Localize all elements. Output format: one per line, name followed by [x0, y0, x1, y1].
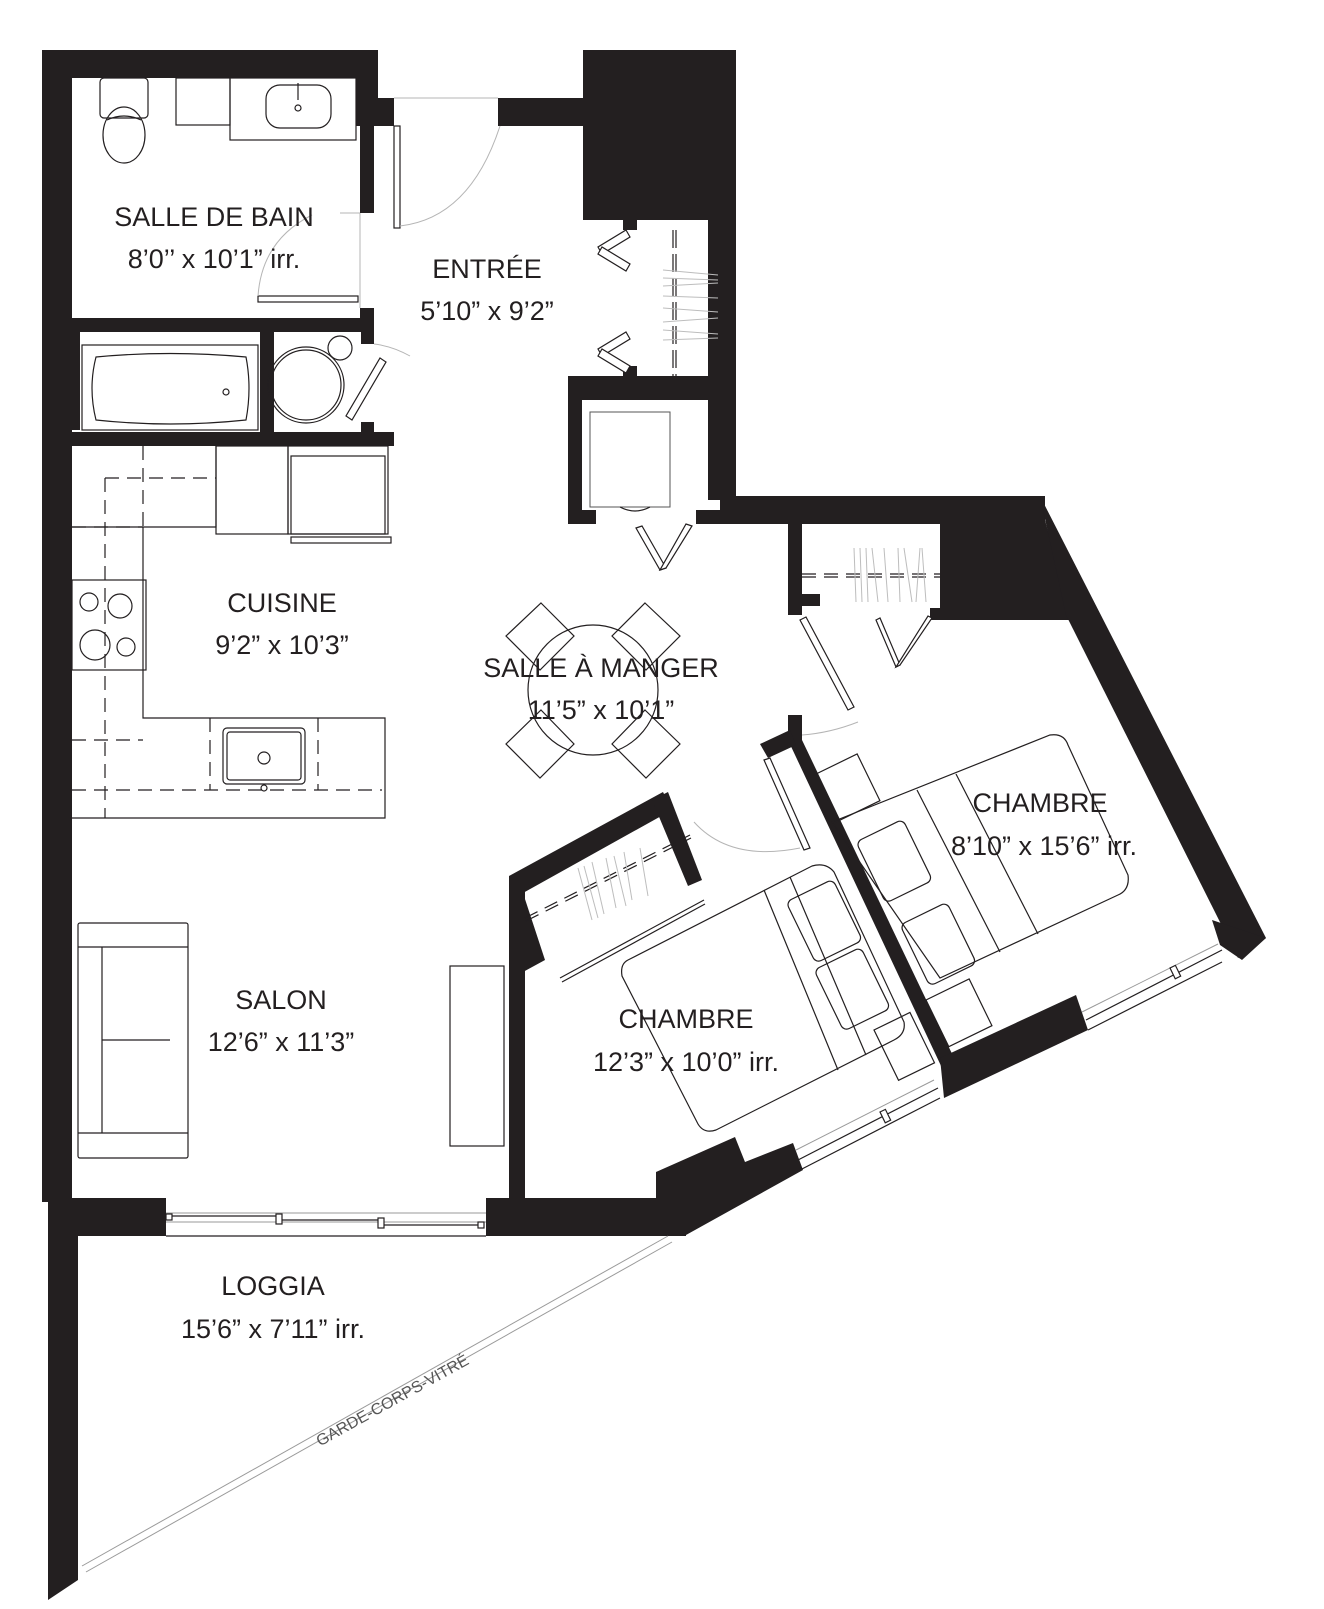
wall-bedroom-closet-left [788, 520, 802, 615]
loggia-railing [81, 1235, 673, 1573]
room-label-dining: SALLE À MANGER [483, 653, 719, 683]
room-dim-kitchen: 9’2” x 10’3” [215, 630, 349, 660]
second-closet [524, 834, 706, 983]
wall-second-door-jamb [760, 730, 796, 758]
room-dim-bathroom: 8’0’’ x 10’1” irr. [128, 244, 301, 274]
dining-table-icon [505, 602, 681, 779]
room-dim-loggia: 15’6” x 7’11” irr. [181, 1314, 365, 1344]
wall-bottom-right [486, 1198, 686, 1236]
sofa-icon [77, 922, 189, 1159]
master-bedroom-fixtures [799, 547, 1223, 1048]
wall-bottom-diagonal [656, 1198, 686, 1235]
room-label-loggia: LOGGIA [221, 1271, 325, 1301]
room-labels: SALLE DE BAIN 8’0’’ x 10’1” irr. ENTRÉE … [114, 202, 1137, 1450]
wall-bathroom-right-upper [360, 98, 374, 213]
toilet-icon [99, 77, 149, 164]
entry-door[interactable] [393, 97, 501, 229]
water-heater-icon [267, 335, 353, 424]
room-label-bathroom: SALLE DE BAIN [114, 202, 314, 232]
railing-label: GARDE-CORPS-VITRÉ [313, 1350, 472, 1450]
wall-laundry-left [568, 376, 582, 524]
room-label-second-bedroom: CHAMBRE [618, 1004, 753, 1034]
wall-kitchen-top [72, 432, 394, 446]
wall-second-bottom [656, 1137, 803, 1235]
kitchen-sink-icon [222, 727, 306, 792]
wall-closet-right [708, 220, 736, 500]
kitchen-fixtures [71, 445, 392, 819]
laundry-bifold-door[interactable] [635, 523, 693, 572]
wall-closet-jamb-top [623, 218, 637, 230]
wall-bathroom-corner [356, 50, 378, 98]
utility-closet-door[interactable] [345, 343, 411, 421]
wall-second-closet-right [652, 792, 702, 886]
bathroom-door[interactable] [257, 212, 361, 308]
room-label-entry: ENTRÉE [432, 254, 542, 284]
wall-upper-right [720, 496, 1045, 524]
column-bedroom-closet [930, 520, 1072, 620]
wall-right-diagonal [1040, 496, 1266, 958]
entry-elements [393, 97, 719, 572]
wall-laundry-jamb-left [568, 510, 596, 524]
room-dim-entry: 5’10” x 9’2” [420, 296, 554, 326]
wall-closet-jamb [361, 330, 374, 344]
entry-closet [597, 229, 719, 376]
refrigerator-icon [215, 445, 392, 544]
wall-second-closet-top [509, 792, 672, 893]
room-dim-second-bedroom: 12’3” x 10’0” irr. [593, 1047, 779, 1077]
wall-master-bottom [940, 995, 1088, 1098]
entry-closet-bifold-top[interactable] [597, 229, 631, 272]
room-dim-living: 12’6” x 11’3” [208, 1027, 355, 1057]
cooktop-icon [71, 579, 147, 671]
wall-laundry-top [568, 376, 736, 400]
room-dim-master-bedroom: 8’10” x 15’6” irr. [951, 831, 1137, 861]
second-bed-icon [621, 864, 936, 1132]
second-bedroom-fixtures [524, 757, 941, 1171]
wall-tub-left [72, 318, 80, 430]
washer-dryer-icon [589, 411, 671, 512]
wall-bedroom-divider [788, 740, 955, 1068]
entry-closet-bifold-bottom[interactable] [597, 331, 631, 374]
walls [42, 50, 1266, 1600]
room-label-living: SALON [235, 985, 327, 1015]
wall-loggia-left [48, 1232, 78, 1600]
master-bedroom-door[interactable] [799, 616, 859, 736]
bathtub-icon [81, 344, 259, 431]
wall-bathroom-bottom [72, 318, 374, 332]
room-dim-dining: 11’5” x 10’1” [528, 695, 675, 725]
wall-top-bathroom [42, 50, 378, 78]
wall-bedroom-closet-jamb [788, 594, 820, 606]
wall-right-corner [1212, 920, 1266, 960]
wall-bottom-left [48, 1198, 166, 1236]
vanity-icon [175, 77, 357, 141]
master-closet-bifold[interactable] [875, 615, 933, 669]
wall-second-left [509, 876, 525, 1198]
room-label-master-bedroom: CHAMBRE [972, 788, 1107, 818]
bathroom-fixtures [81, 77, 411, 431]
master-window [1081, 943, 1223, 1031]
second-bedroom-door[interactable] [693, 757, 811, 853]
wall-left [42, 50, 72, 1202]
tv-console-icon [449, 965, 505, 1147]
column-entry [583, 50, 736, 220]
second-window [795, 1079, 941, 1171]
wall-closet-left [260, 330, 274, 435]
wall-second-closet-left-fill [523, 893, 545, 972]
room-label-kitchen: CUISINE [227, 588, 337, 618]
wall-entry-top-right [498, 98, 588, 126]
master-closet [802, 547, 940, 603]
master-bed-icon [813, 734, 1129, 1048]
salon-patio-door[interactable] [165, 1212, 486, 1237]
living-fixtures [77, 922, 505, 1237]
